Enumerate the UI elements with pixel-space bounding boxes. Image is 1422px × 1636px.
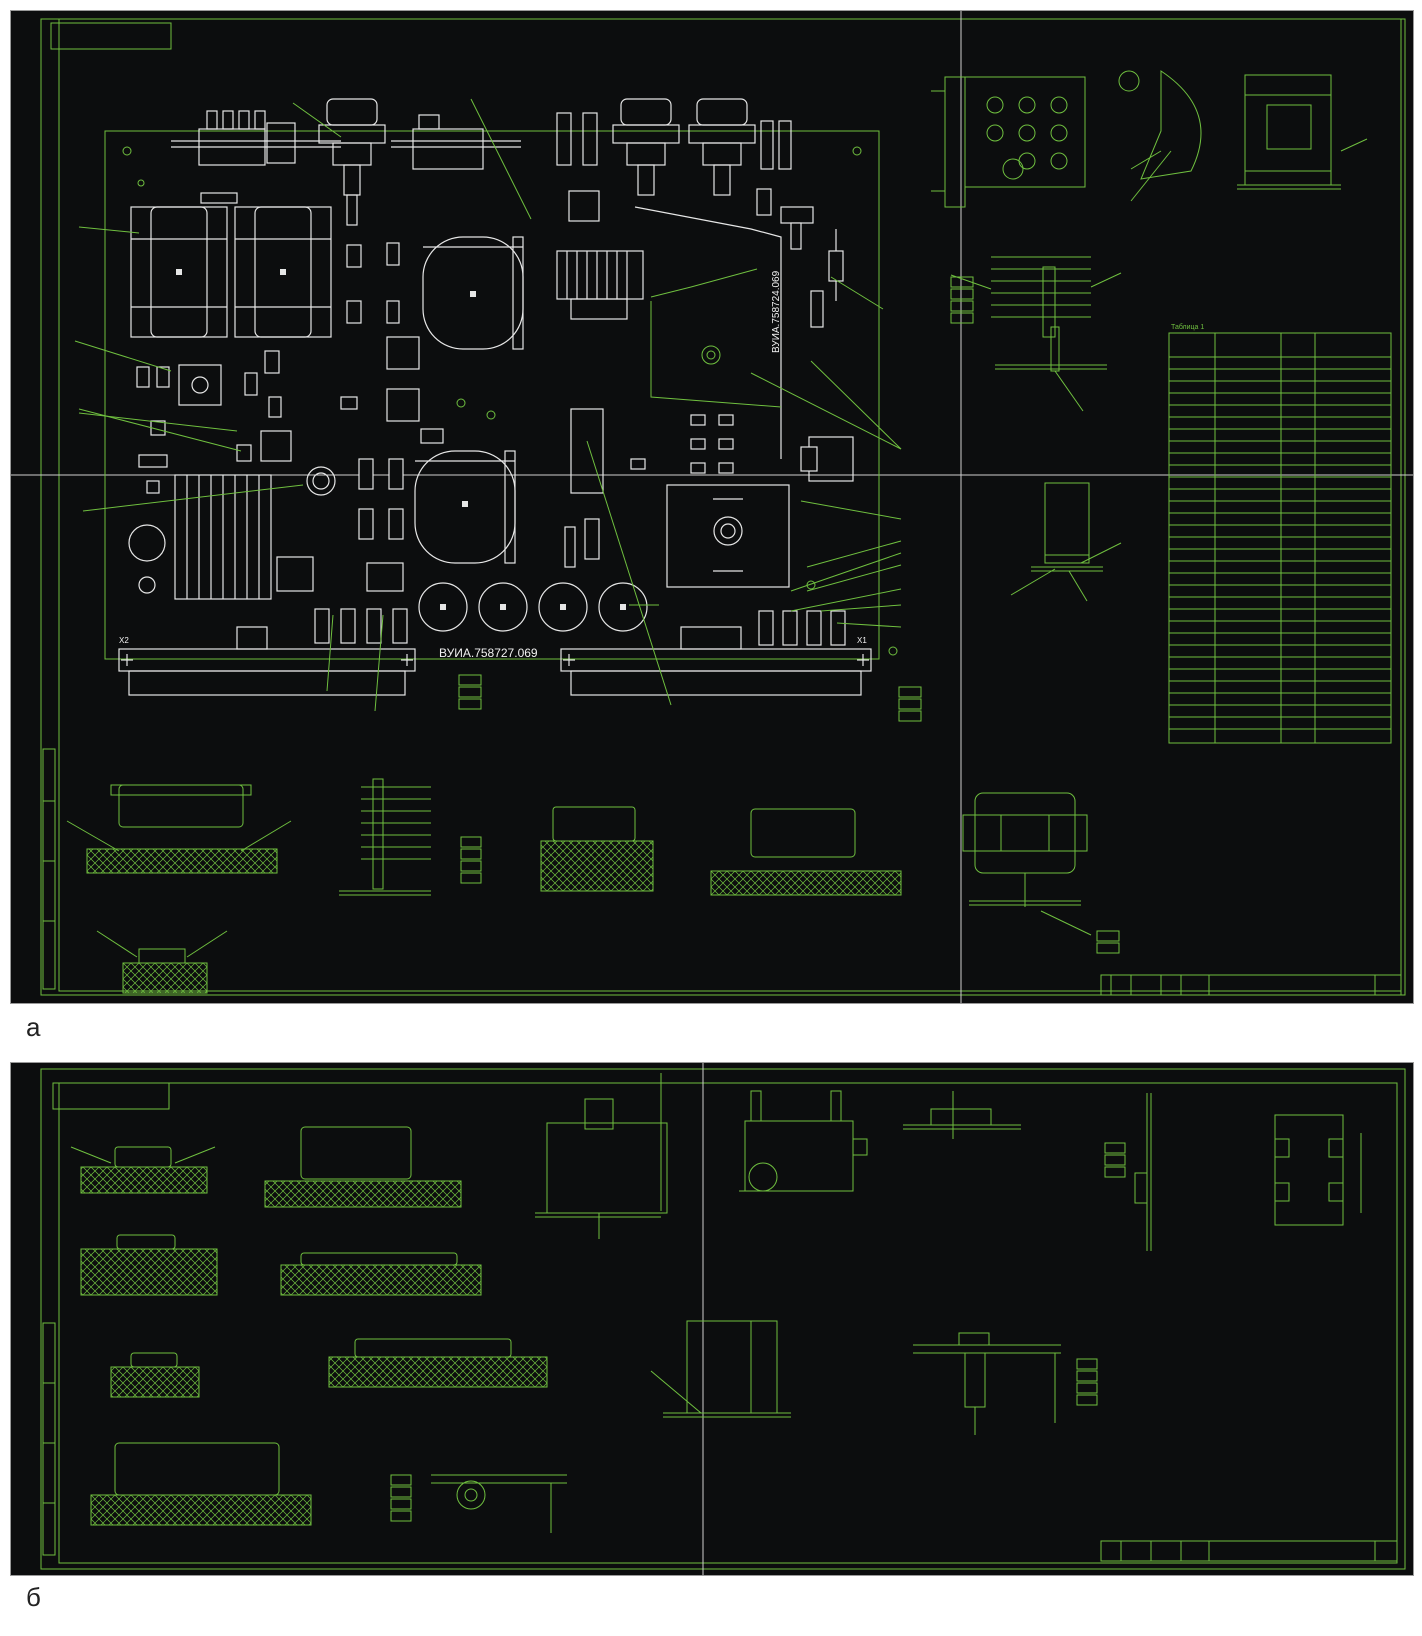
section-view-b1 bbox=[70, 1146, 216, 1194]
board-label-vertical: ВУИА.758724.069 bbox=[771, 270, 782, 353]
header-switch-block bbox=[171, 110, 341, 166]
bridge-rectifier bbox=[666, 484, 790, 588]
caption-a: а bbox=[26, 1012, 41, 1042]
electrolytic-capacitor-small bbox=[128, 524, 166, 562]
sheet-frame-inner-b bbox=[58, 1082, 1398, 1564]
section-view-b7 bbox=[90, 1442, 312, 1526]
section-view-b2 bbox=[264, 1126, 462, 1208]
leader-callout-boxes bbox=[458, 674, 922, 722]
side-strip-b bbox=[42, 1322, 56, 1556]
detail-view-transformer-side bbox=[1010, 482, 1122, 602]
section-view-bracket-b bbox=[535, 1073, 668, 1239]
choke-2 bbox=[414, 450, 516, 564]
capacitor-row bbox=[418, 582, 648, 632]
section-view-heatsink-a bbox=[339, 778, 482, 896]
choke-1 bbox=[422, 236, 524, 350]
connector-label-x2: X2 bbox=[119, 636, 129, 645]
side-strip bbox=[42, 748, 56, 990]
detail-view-clamp bbox=[1118, 70, 1202, 202]
board-label: ВУИА.758727.069 bbox=[439, 646, 538, 660]
section-drawing-b bbox=[40, 1063, 1406, 1575]
wire-route bbox=[634, 206, 782, 459]
trimmer bbox=[138, 576, 156, 594]
heatsink-top bbox=[556, 250, 644, 320]
mounting-holes bbox=[122, 146, 898, 656]
section-view-block-b bbox=[1274, 1114, 1362, 1226]
detail-view-heatsink bbox=[950, 256, 1122, 412]
fuse-holders-top bbox=[556, 112, 792, 170]
section-view-b5 bbox=[110, 1352, 200, 1398]
pcb-section-hatch-4 bbox=[122, 962, 208, 994]
toroid-coil bbox=[306, 466, 336, 496]
section-view-b4 bbox=[280, 1252, 482, 1296]
section-view-mount-b bbox=[903, 1091, 1021, 1139]
terminal-block-right bbox=[758, 610, 846, 646]
outline-curve bbox=[650, 268, 758, 298]
connector-label-x1: X1 bbox=[857, 636, 867, 645]
outline-curve-2 bbox=[650, 301, 782, 408]
heatsink-bottom-left bbox=[174, 474, 272, 600]
edge-connector-x1 bbox=[560, 626, 872, 696]
section-view-transformer-b bbox=[650, 1320, 791, 1418]
caption-b: б bbox=[26, 1582, 41, 1612]
leader-lines bbox=[74, 98, 902, 712]
pcb-section-hatch-1 bbox=[86, 848, 278, 874]
potentiometer-knob-1 bbox=[318, 98, 386, 226]
detail-view-ic bbox=[1237, 74, 1368, 190]
edge-connector-x2 bbox=[118, 626, 416, 696]
small-components bbox=[136, 188, 824, 592]
sheet-frame-inner bbox=[58, 18, 1402, 992]
title-block-b bbox=[1100, 1540, 1398, 1562]
potentiometer-knob-3 bbox=[688, 98, 756, 196]
top-left-stamp-b bbox=[52, 1082, 170, 1110]
section-view-b8 bbox=[390, 1474, 567, 1533]
drawing-sheet-a: ВУИА.758727.069 ВУИА.758724.069 X2 X1 bbox=[10, 10, 1414, 1004]
transformer-1 bbox=[130, 206, 228, 338]
power-resistor bbox=[570, 408, 604, 494]
section-view-b3 bbox=[80, 1234, 218, 1296]
potentiometer-knob-2 bbox=[612, 98, 680, 196]
section-view-b6 bbox=[328, 1338, 548, 1388]
header-relay bbox=[391, 114, 521, 170]
transformer-2 bbox=[234, 206, 332, 338]
diodes-right bbox=[828, 229, 844, 301]
pcb-section-hatch-3 bbox=[710, 870, 902, 896]
detail-view-bracket bbox=[931, 76, 1086, 208]
section-view-pot-b bbox=[913, 1332, 1098, 1435]
resistor-vertical bbox=[584, 518, 600, 560]
component-table-title: Таблица 1 bbox=[1171, 323, 1204, 331]
terminal-block-left bbox=[314, 608, 408, 644]
component-table bbox=[1168, 332, 1392, 744]
assembly-drawing-a: ВУИА.758727.069 ВУИА.758724.069 X2 X1 bbox=[11, 11, 1413, 1003]
top-left-stamp bbox=[50, 22, 172, 50]
detail-view-bridge-side bbox=[962, 792, 1120, 954]
section-view-pcb-edge-b bbox=[1104, 1093, 1152, 1251]
sheet-frame-outer-b bbox=[40, 1068, 1406, 1570]
title-block-a bbox=[1100, 974, 1402, 996]
section-view-knob-b bbox=[739, 1090, 868, 1192]
drawing-sheet-b bbox=[10, 1062, 1414, 1576]
pcb-section-hatch-2 bbox=[540, 840, 654, 892]
pcb-outline bbox=[104, 130, 880, 660]
